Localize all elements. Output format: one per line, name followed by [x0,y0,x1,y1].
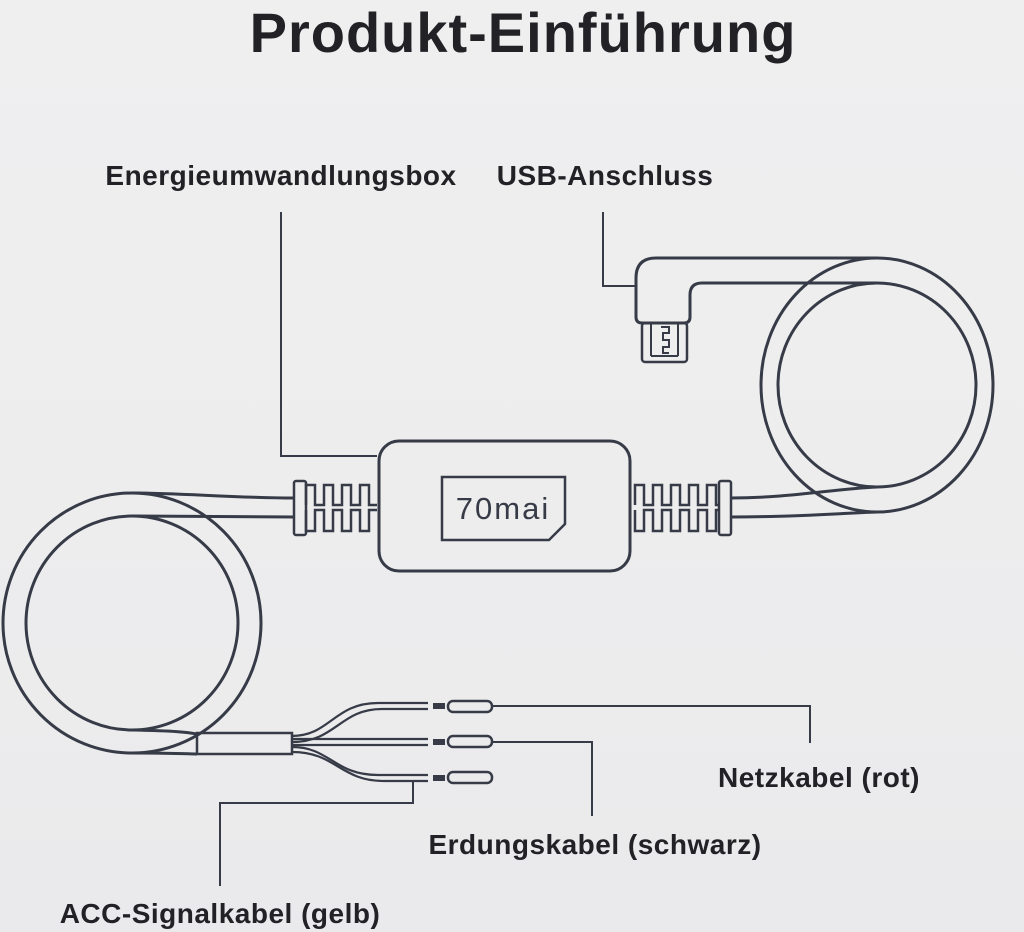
right-cable-coil-outer [759,256,995,514]
cable-sheath [195,731,294,756]
strain-relief-left [292,479,377,537]
left-cable-coil-inner [24,514,240,732]
leader-converter-box [280,212,377,457]
strain-relief-right [633,479,733,537]
leader-ground-wire [492,741,593,816]
logo-plate [440,475,567,542]
label-power-wire: Netzkabel (rot) [718,762,920,793]
converter-box [377,439,632,573]
ground-wire-terminal [446,734,494,749]
ground-wire [292,734,494,749]
label-converter-box: Energieumwandlungsbox [105,160,457,191]
label-ground-wire: Erdungskabel (schwarz) [428,829,762,860]
acc-wire-terminal [446,770,494,785]
leader-usb-port [602,212,635,287]
power-wire [291,699,494,744]
logo-text: 70mai [456,491,550,526]
leader-power-wire [492,705,811,743]
right-coil-exit-cable [730,485,878,519]
leader-acc-wire [219,781,414,886]
acc-wire [291,745,494,785]
usb-plug-icon [640,321,689,364]
left-coil-exit-cable [131,728,198,756]
power-wire-terminal [446,699,494,714]
label-usb-port: USB-Anschluss [496,160,714,191]
left-cable-coil-outer [1,491,263,755]
right-cable-coil-inner [776,281,978,489]
page-title: Produkt-Einführung [249,1,797,64]
label-acc-wire: ACC-Signalkabel (gelb) [59,898,381,929]
